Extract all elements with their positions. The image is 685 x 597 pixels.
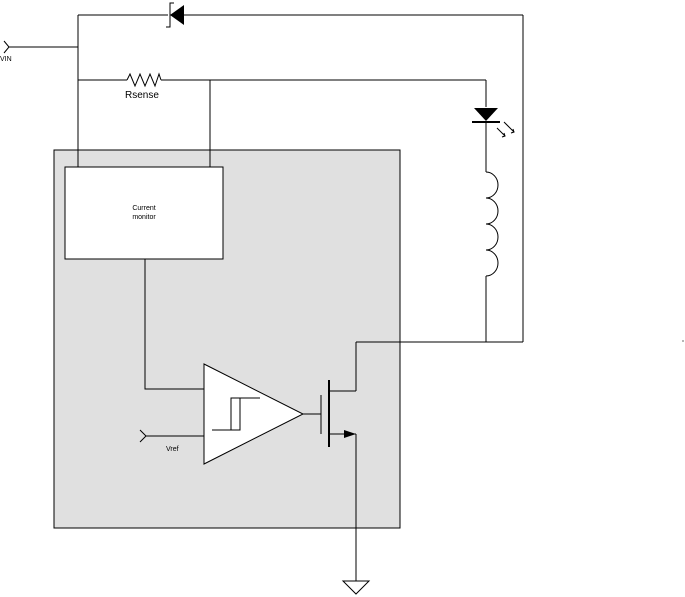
vref-input: Vref [139, 429, 204, 453]
monitor-output-wire [144, 259, 204, 390]
current-monitor-box [64, 166, 224, 260]
schottky-diode-icon [166, 2, 184, 28]
top-feedback-wire [78, 14, 524, 342]
rsense-label: Rsense [125, 90, 159, 101]
vin-label: VIN [0, 56, 12, 63]
vin-input: VIN [0, 40, 78, 63]
ground-icon [341, 580, 371, 595]
rsense-wire [78, 79, 486, 167]
stray-dot [682, 340, 684, 342]
current-monitor-label-1: Current [132, 205, 155, 212]
resistor-icon [126, 72, 162, 88]
vref-label: Vref [166, 446, 179, 453]
led-diode-icon [472, 108, 515, 138]
n-mosfet-icon [320, 342, 357, 581]
hysteresis-comparator-icon [203, 363, 305, 465]
current-monitor-label-2: monitor [132, 214, 156, 221]
inductor-icon [485, 171, 499, 277]
